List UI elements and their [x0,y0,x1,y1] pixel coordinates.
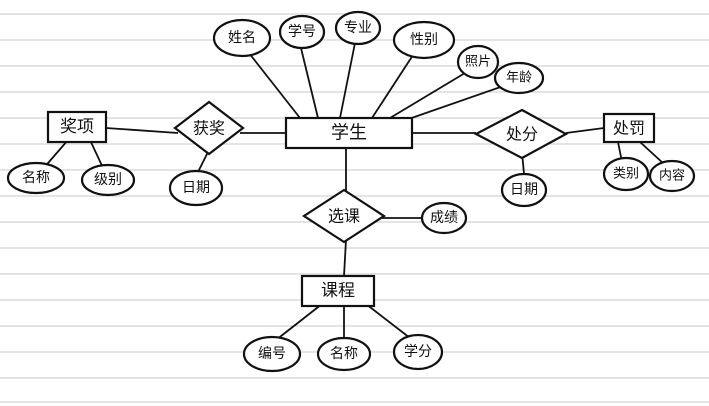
attribute-punish-date: 日期 [500,172,548,208]
attribute-score-label: 成绩 [430,210,458,226]
entity-award: 奖项 [46,110,108,144]
edges [41,37,665,341]
attribute-award-name: 名称 [6,161,66,195]
attribute-gender: 性别 [392,20,456,60]
relationship-punished: 处分 [473,108,569,160]
attribute-photo-label: 照片 [465,55,491,70]
relationship-receives-award: 获奖 [173,100,245,156]
entity-student: 学生 [284,116,414,150]
entity-student-label: 学生 [331,123,367,144]
attribute-course-name-label: 名称 [330,346,358,362]
attribute-student-name-label: 姓名 [228,30,256,46]
entity-award-label: 奖项 [60,117,94,137]
attribute-credit-label: 学分 [404,344,432,360]
attribute-student-id: 学号 [278,14,326,50]
entity-discipline-label: 处罚 [613,119,645,138]
relationship-selects-course-label: 选课 [328,207,360,226]
attribute-course-name: 名称 [316,336,372,372]
entity-discipline: 处罚 [602,112,656,144]
attribute-award-date: 日期 [168,169,224,207]
attribute-student-name: 姓名 [212,18,272,58]
attribute-punish-date-label: 日期 [510,182,538,198]
attribute-age-label: 年龄 [506,71,532,86]
attribute-credit: 学分 [392,333,444,371]
attribute-photo: 照片 [456,44,500,80]
entity-course: 课程 [300,274,376,308]
attribute-major: 专业 [334,10,382,46]
attribute-award-name-label: 名称 [22,170,50,186]
attribute-age: 年龄 [493,61,545,95]
entity-course-label: 课程 [321,281,355,301]
attribute-discipline-category-label: 类别 [613,167,639,182]
relationship-selects-course: 选课 [301,188,387,244]
attribute-course-id: 编号 [242,335,302,373]
attribute-score: 成绩 [420,201,468,235]
attribute-award-date-label: 日期 [182,180,210,196]
attribute-course-id-label: 编号 [258,346,286,362]
attribute-major-label: 专业 [344,20,372,36]
attribute-discipline-content: 内容 [648,159,696,193]
attribute-gender-label: 性别 [410,32,438,48]
attribute-student-id-label: 学号 [288,24,316,40]
attribute-discipline-content-label: 内容 [659,168,685,184]
attribute-discipline-category: 类别 [602,156,650,192]
attribute-award-level: 级别 [80,163,136,197]
relationship-receives-award-label: 获奖 [193,119,225,138]
relationship-punished-label: 处分 [506,125,538,144]
attribute-award-level-label: 级别 [94,172,122,188]
